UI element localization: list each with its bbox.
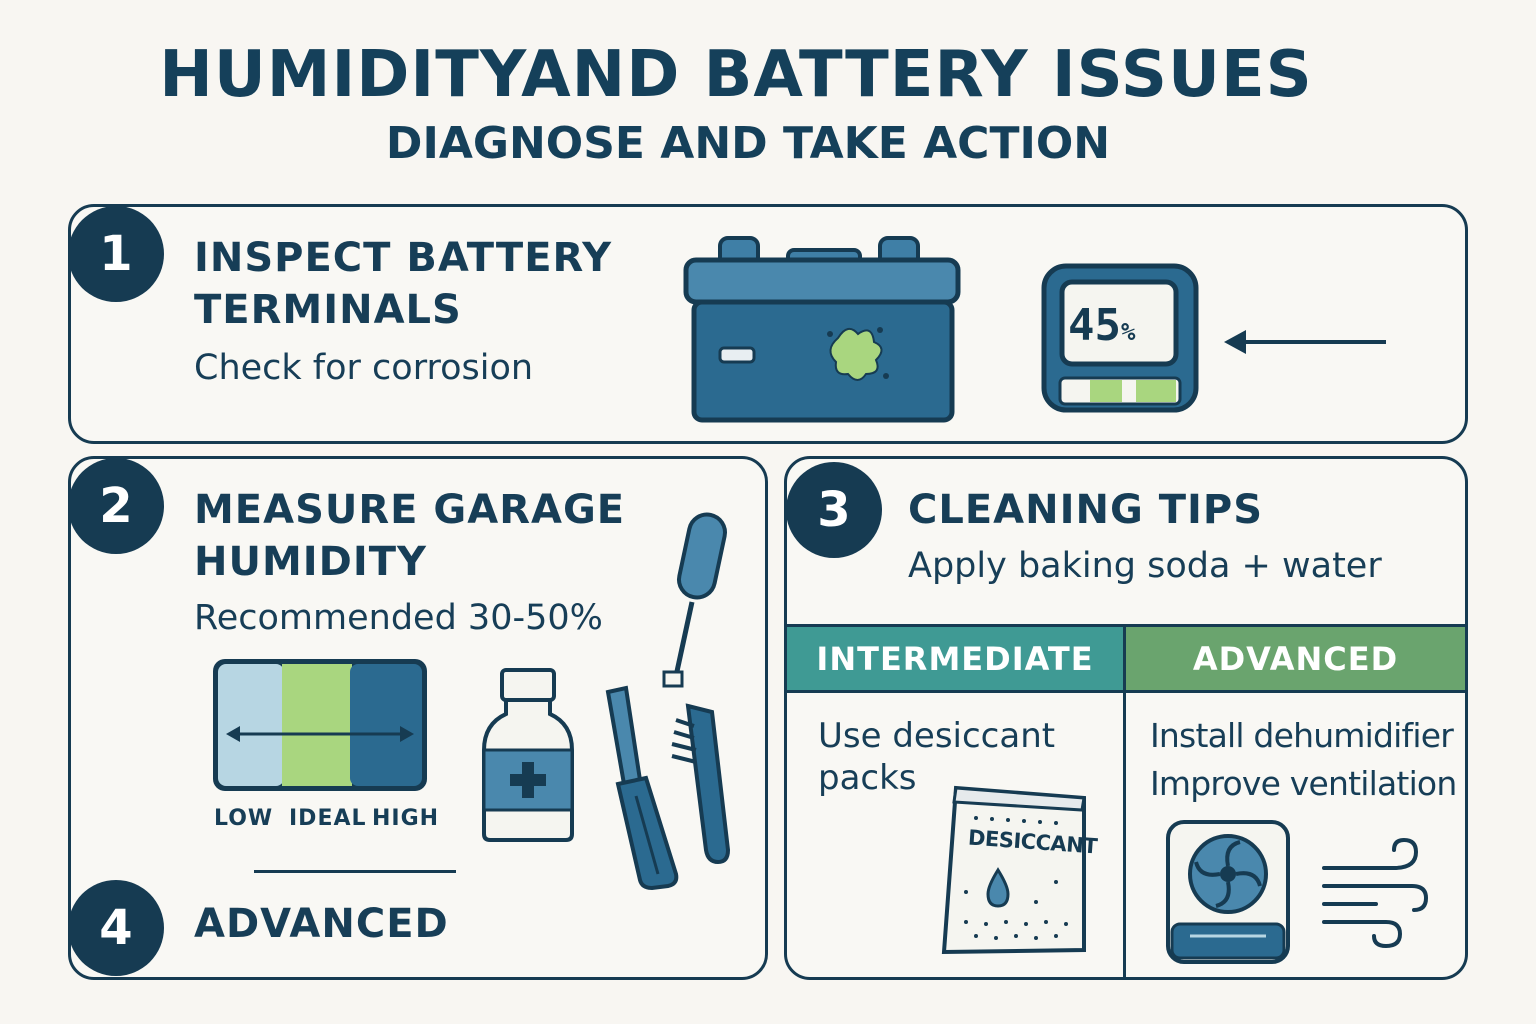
- options-column-divider: [1123, 627, 1126, 977]
- scale-label-high: HIGH: [372, 806, 440, 831]
- dehumidifier-icon: [1166, 820, 1290, 964]
- car-battery-icon: [683, 236, 961, 423]
- scale-label-ideal: IDEAL: [289, 806, 367, 831]
- intermediate-line1: Use desiccant: [818, 716, 1056, 756]
- advanced-line1: Install dehumidifier: [1150, 716, 1454, 755]
- options-divider-top: [787, 624, 1465, 627]
- hygrometer-icon: [1041, 263, 1199, 413]
- screwdriver-handle-icon: [605, 685, 679, 891]
- intermediate-line2: packs: [818, 758, 917, 798]
- humidity-scale-icon: [213, 659, 427, 791]
- step4-heading: ADVANCED: [194, 901, 449, 947]
- step3-heading: CLEANING TIPS: [908, 487, 1264, 533]
- tab-advanced: ADVANCED: [1126, 627, 1465, 691]
- page-subtitle: DIAGNOSE AND TAKE ACTION: [385, 118, 1111, 169]
- desiccant-bag-icon: [941, 785, 1086, 955]
- ventilation-wind-icon: [1322, 837, 1429, 949]
- tab-intermediate: INTERMEDIATE: [787, 627, 1123, 691]
- step3-description: Apply baking soda + water: [908, 546, 1382, 586]
- wire-brush-icon: [671, 703, 731, 865]
- section-divider: [254, 870, 456, 873]
- hygrometer-unit: %: [1120, 318, 1136, 346]
- step3-badge: 3: [786, 462, 882, 558]
- screwdriver-icon: [662, 512, 727, 688]
- page-title: HUMIDITYAND BATTERY ISSUES: [159, 38, 1313, 112]
- advanced-line2: Improve ventilation: [1150, 764, 1457, 803]
- step2-heading-line2: HUMIDITY: [194, 539, 427, 585]
- step1-heading-line1: INSPECT BATTERY: [194, 235, 613, 281]
- hygrometer-reading: 45%: [1068, 300, 1135, 351]
- options-divider-bottom: [787, 690, 1465, 693]
- step4-badge: 4: [68, 880, 164, 976]
- step1-description: Check for corrosion: [194, 348, 534, 388]
- step2-description: Recommended 30-50%: [194, 598, 603, 638]
- step1-badge: 1: [68, 206, 164, 302]
- step2-badge: 2: [68, 458, 164, 554]
- step1-heading-line2: TERMINALS: [194, 287, 462, 333]
- cleaning-bottle-icon: [482, 668, 574, 842]
- step3-panel: [784, 456, 1468, 980]
- hygrometer-value: 45: [1068, 300, 1121, 351]
- arrow-left-icon: [1224, 330, 1386, 354]
- scale-label-low: LOW: [214, 806, 274, 831]
- step2-heading-line1: MEASURE GARAGE: [194, 487, 626, 533]
